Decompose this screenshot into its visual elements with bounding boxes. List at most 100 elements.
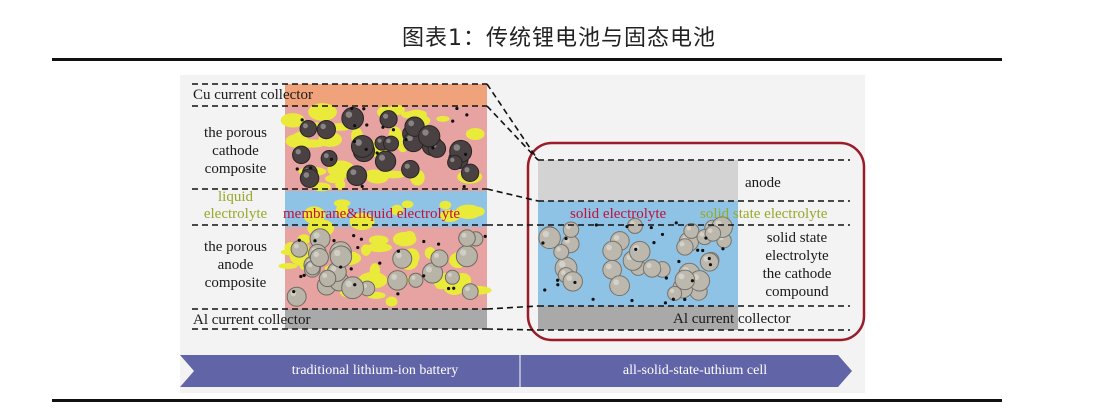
particle xyxy=(642,259,662,278)
dot xyxy=(625,224,629,229)
particle-highlight xyxy=(330,265,337,272)
cathode-label-line2: cathode xyxy=(212,143,259,159)
particle-highlight xyxy=(679,241,685,247)
particle-highlight xyxy=(678,273,685,280)
particle-highlight xyxy=(558,261,566,268)
al-collector-label-right: Al current collector xyxy=(673,311,791,327)
dot xyxy=(362,107,366,111)
particle-highlight xyxy=(345,111,353,118)
dot xyxy=(721,247,725,251)
particle xyxy=(329,245,353,268)
particle-highlight xyxy=(411,275,416,280)
particle xyxy=(676,238,694,256)
particle xyxy=(562,221,580,238)
electrolyte-blob xyxy=(439,200,452,210)
dot xyxy=(431,146,435,150)
particle xyxy=(461,283,479,301)
particle xyxy=(401,159,420,179)
dot xyxy=(664,276,668,280)
particle-highlight xyxy=(613,279,620,286)
electrolyte-blob xyxy=(392,231,417,247)
particle xyxy=(609,275,630,297)
particle xyxy=(667,285,683,301)
electrolyte-blob xyxy=(278,262,298,270)
particle-highlight xyxy=(422,129,429,136)
dot xyxy=(309,166,313,170)
cu-collector-label: Cu current collector xyxy=(193,87,313,103)
particle-highlight xyxy=(425,266,433,273)
dot xyxy=(462,184,466,189)
particle-highlight xyxy=(460,249,467,256)
particle-highlight xyxy=(383,113,389,119)
particle xyxy=(683,222,700,239)
dot xyxy=(556,283,560,287)
particle-highlight xyxy=(333,249,341,257)
dot xyxy=(564,236,568,241)
dot xyxy=(422,274,426,278)
particle xyxy=(346,165,368,186)
particle xyxy=(447,154,463,171)
particle-highlight xyxy=(350,169,357,176)
dot xyxy=(683,297,687,302)
particle-highlight xyxy=(613,234,620,241)
dot xyxy=(707,256,711,261)
dot xyxy=(573,280,577,285)
dot xyxy=(447,286,451,291)
particle-highlight xyxy=(303,172,310,178)
particle-highlight xyxy=(556,247,561,252)
particle xyxy=(562,271,583,292)
dot xyxy=(451,119,455,123)
particle-highlight xyxy=(396,252,402,259)
dot xyxy=(378,261,382,265)
dot xyxy=(313,239,317,243)
dot xyxy=(541,241,545,245)
particle-highlight xyxy=(453,144,461,151)
solid-state-cell-label: all-solid-state-uthium cell xyxy=(622,363,768,378)
particle-highlight xyxy=(560,270,566,275)
electrolyte-blob xyxy=(368,235,389,246)
anode-label-line2: anode xyxy=(217,257,254,273)
bottom-rule xyxy=(52,399,1002,402)
cathode-compound-line1: the cathode xyxy=(762,266,832,282)
dot xyxy=(634,247,638,251)
particle-highlight xyxy=(461,232,467,238)
particle xyxy=(418,125,441,148)
particle xyxy=(309,248,329,268)
particle-highlight xyxy=(566,275,573,281)
dot xyxy=(391,128,396,132)
particle xyxy=(387,270,408,291)
dot xyxy=(350,106,354,110)
dot xyxy=(356,245,360,250)
dot xyxy=(352,139,357,144)
particle-highlight xyxy=(391,274,397,280)
cathode-label-line1: the porous xyxy=(204,125,267,141)
electrolyte-blob xyxy=(360,244,371,256)
cu-collector-layer xyxy=(285,84,487,106)
dot xyxy=(365,123,369,127)
particle xyxy=(458,229,476,247)
particle xyxy=(320,149,338,167)
electrolyte-blob xyxy=(379,170,407,179)
particle-highlight xyxy=(322,273,328,279)
particle xyxy=(379,110,398,129)
particle-highlight xyxy=(433,252,440,259)
dot xyxy=(300,118,304,122)
particle-highlight xyxy=(313,232,320,239)
dot xyxy=(299,274,303,279)
dot xyxy=(452,286,456,290)
dot xyxy=(671,297,675,301)
particle xyxy=(290,240,308,258)
particle-highlight xyxy=(703,256,709,262)
particle xyxy=(674,269,696,291)
electrolyte-blob xyxy=(369,263,381,279)
dot xyxy=(663,301,668,305)
electrolyte-blob xyxy=(468,206,485,217)
particle-highlight xyxy=(406,135,413,142)
electrolyte-blob xyxy=(280,113,305,128)
particle-highlight xyxy=(295,149,301,155)
dot xyxy=(543,288,547,292)
particle xyxy=(455,245,478,268)
liquid-electrolyte-line1: liquid xyxy=(217,189,253,205)
figure-title: 图表1：传统锂电池与固态电池 xyxy=(402,26,716,51)
anode-label-line3: composite xyxy=(204,275,267,291)
